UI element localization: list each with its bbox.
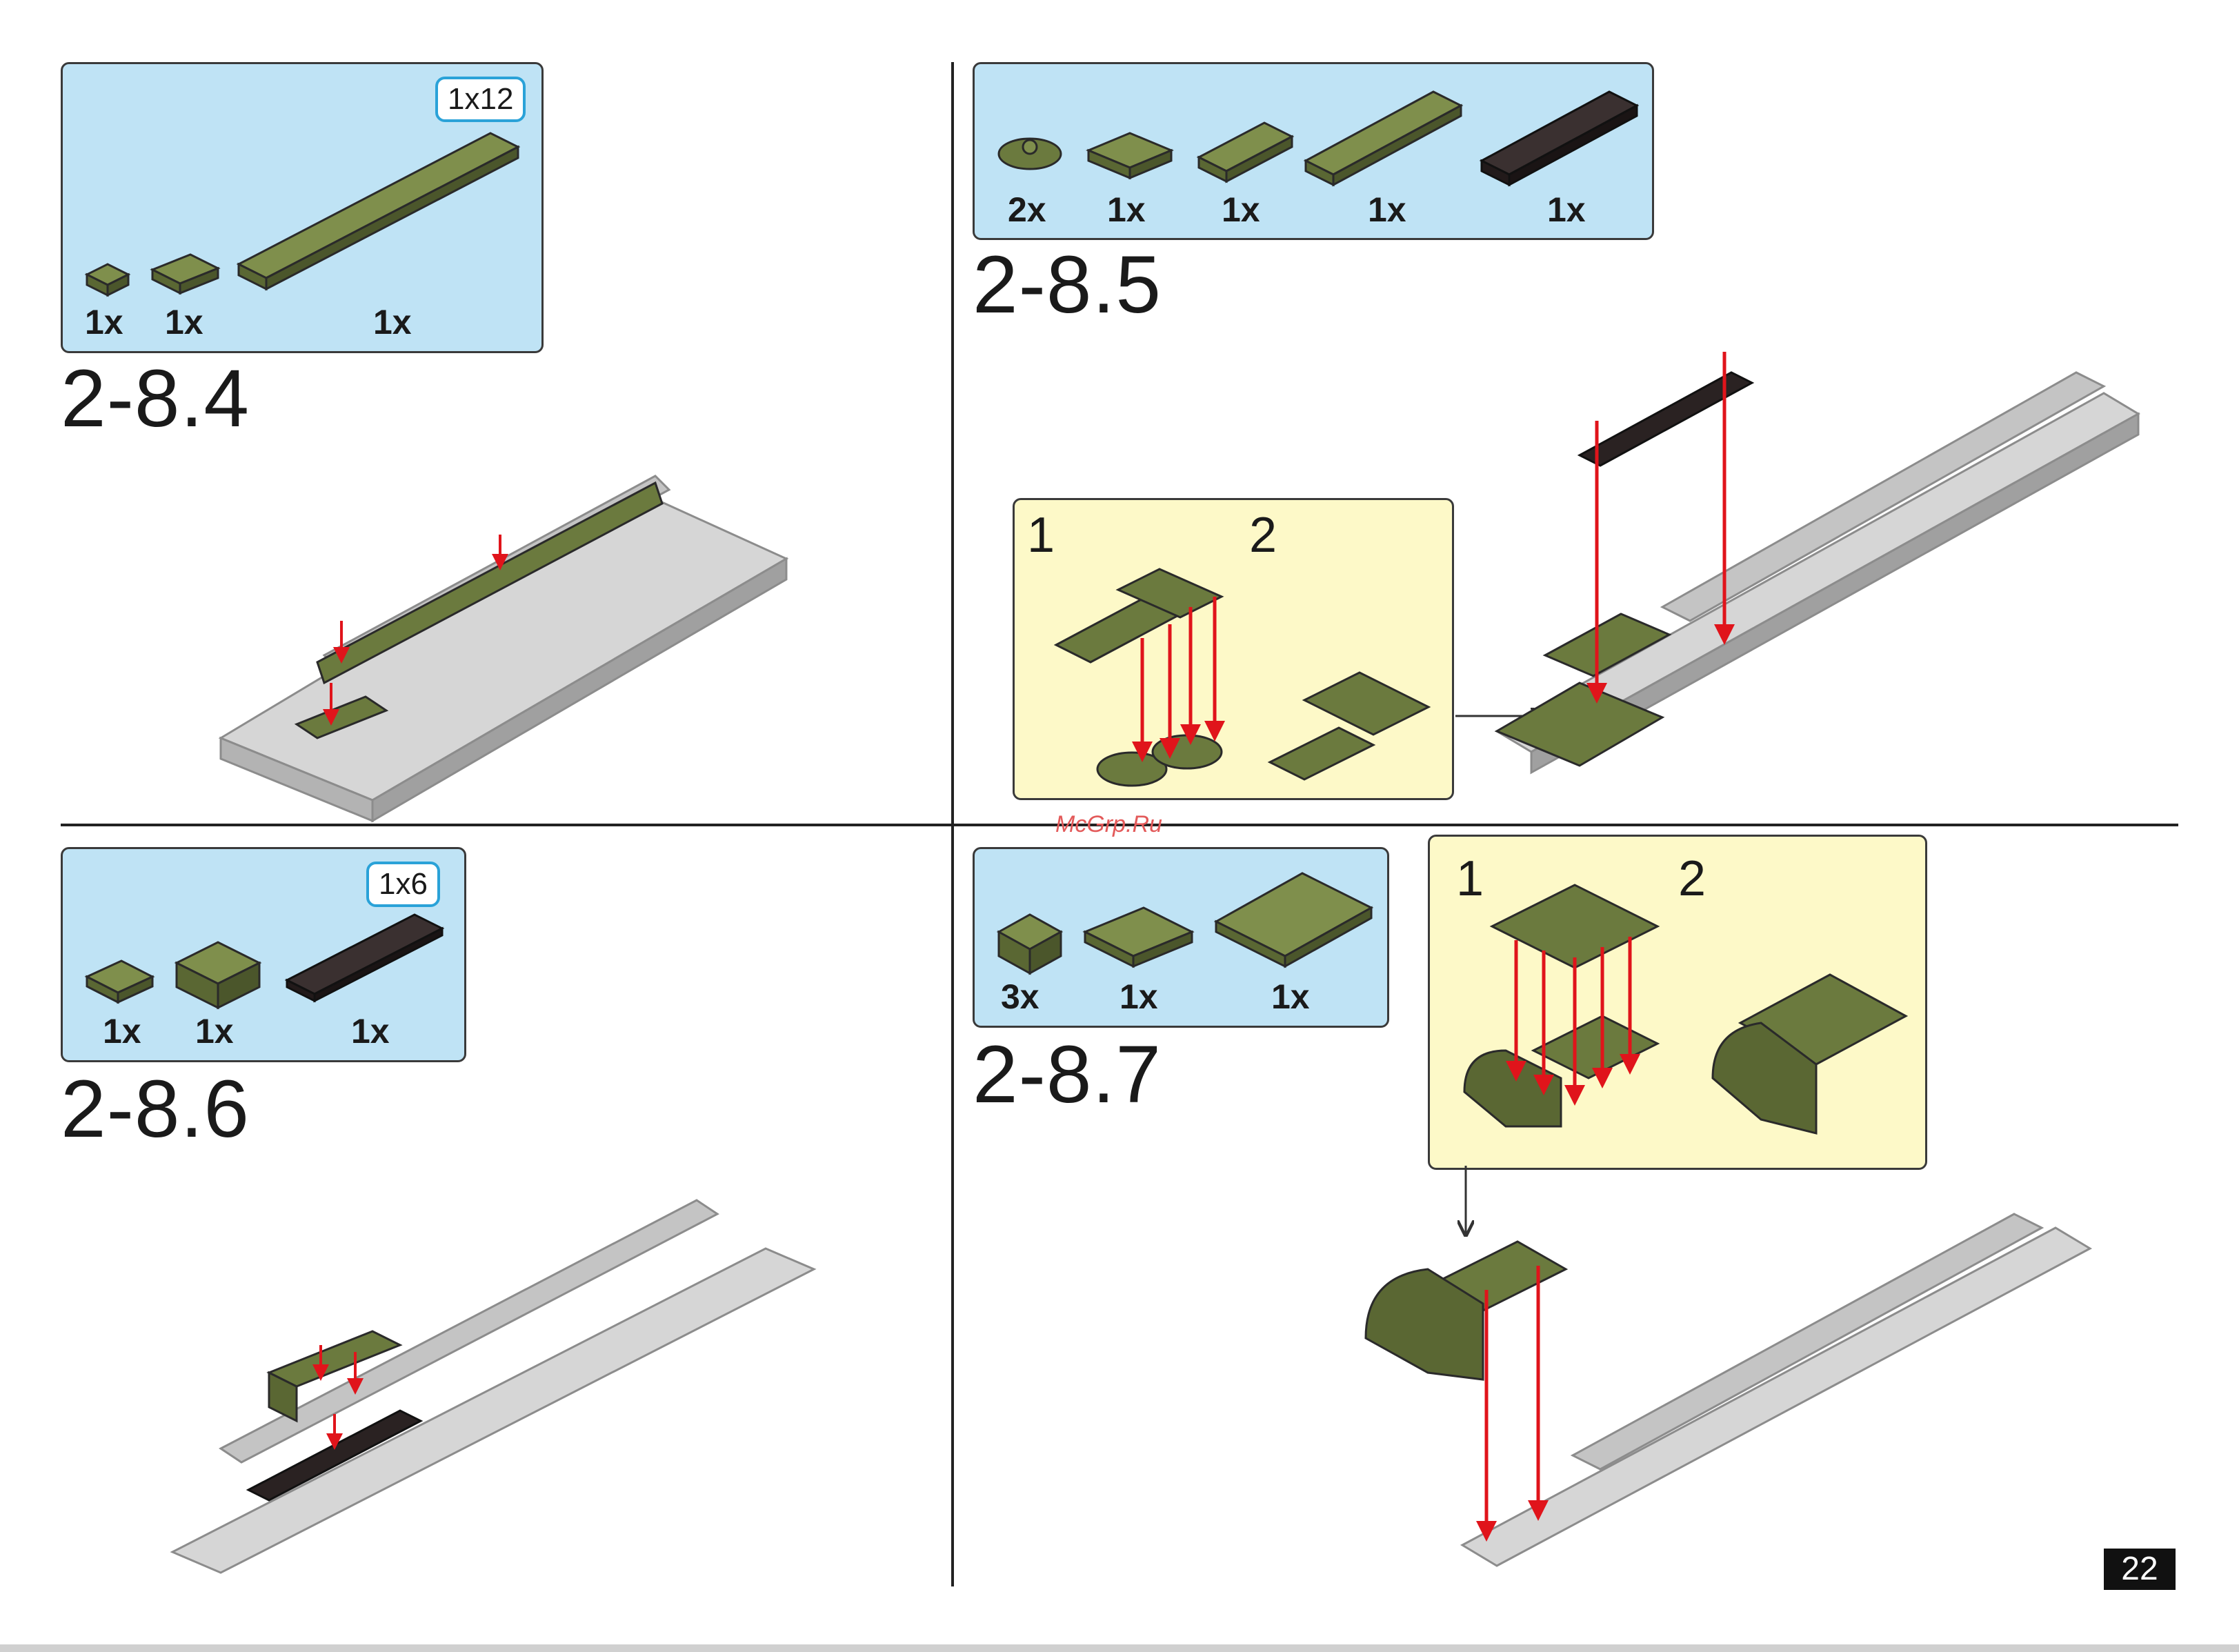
sub-assembly-callout-2-8-5: 1 2: [1013, 498, 1454, 800]
part-plate-2x3-icon: [1082, 904, 1199, 973]
part-size-label: 1x12: [435, 77, 526, 122]
step-number: 2-8.4: [61, 352, 250, 446]
quantity-label: 1x: [1368, 190, 1406, 230]
quantity-label: 2x: [1008, 190, 1046, 230]
callout-parts-illustration: [1049, 514, 1449, 790]
watermark: McGrp.Ru: [1055, 811, 1162, 838]
sub-assembly-callout-2-8-7: 1 2: [1428, 835, 1927, 1170]
parts-box-2-8-6: 1x6 1x 1x 1x: [61, 847, 466, 1062]
quantity-label: 1x: [103, 1011, 141, 1051]
parts-box-2-8-4: 1x12 1x 1x 1x: [61, 62, 544, 353]
part-plate-1x12-icon: [235, 126, 525, 299]
quantity-label: 1x: [1271, 977, 1310, 1017]
assembly-illustration-2-8-4: [207, 448, 800, 807]
part-plate-1x8-icon: [1302, 85, 1468, 188]
quantity-label: 1x: [1120, 977, 1158, 1017]
part-size-label: 1x6: [366, 862, 440, 907]
parts-box-2-8-5: 2x 1x 1x 1x 1x: [973, 62, 1654, 240]
quantity-label: 1x: [195, 1011, 234, 1051]
step-number: 2-8.7: [973, 1028, 1162, 1122]
quantity-label: 1x: [85, 302, 123, 342]
part-black-tile-1x6-icon: [283, 908, 449, 1004]
part-plate-2x2-icon: [1085, 130, 1182, 185]
step-number: 2-8.5: [973, 238, 1162, 332]
callout-parts-illustration: [1464, 857, 1920, 1161]
quantity-label: 1x: [1107, 190, 1146, 230]
part-plate-1x4-icon: [1195, 116, 1299, 185]
page-number: 22: [2104, 1549, 2176, 1590]
assembly-illustration-2-8-5: [1455, 345, 2145, 786]
parts-box-2-8-7: 3x 1x 1x: [973, 847, 1389, 1028]
part-plate-1x1-icon: [83, 257, 139, 299]
part-plate-3x4-icon: [1213, 866, 1378, 977]
quantity-label: 1x: [165, 302, 203, 342]
quantity-label: 3x: [1001, 977, 1039, 1017]
part-brick-corner-icon: [173, 935, 270, 1011]
assembly-illustration-2-8-7: [1366, 1145, 2097, 1573]
assembly-illustration-2-8-6: [166, 1138, 828, 1573]
quantity-label: 1x: [351, 1011, 390, 1051]
part-plate-1x2-icon: [83, 953, 159, 1008]
part-black-plate-1x8-icon: [1478, 85, 1644, 188]
part-round-plate-icon: [995, 133, 1071, 188]
quantity-label: 1x: [1222, 190, 1260, 230]
quantity-label: 1x: [1547, 190, 1586, 230]
bottom-rule: [0, 1644, 2239, 1652]
part-plate-1x2-icon: [149, 249, 225, 297]
part-slope-brick-icon: [995, 904, 1071, 980]
quantity-label: 1x: [373, 302, 412, 342]
